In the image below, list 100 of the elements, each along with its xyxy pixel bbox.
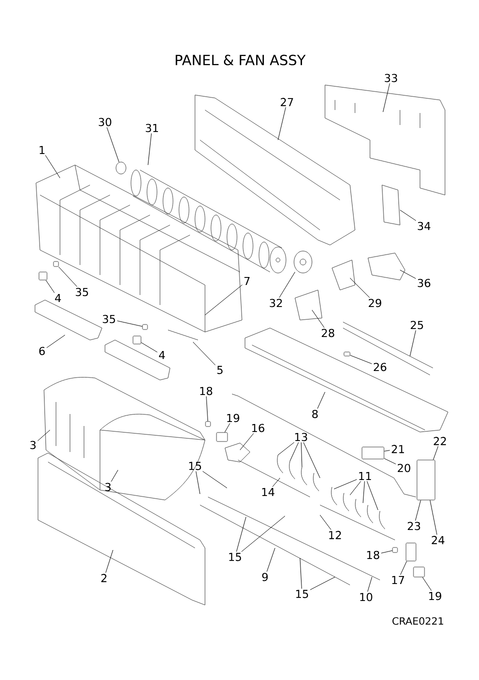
- callout-number: 2: [101, 574, 106, 582]
- leader-line: [366, 480, 378, 510]
- leader-line: [430, 500, 438, 535]
- leader-line: [278, 442, 294, 456]
- screw-drawing: [53, 261, 59, 267]
- callout-number: 36: [418, 278, 430, 288]
- callout-number: 4: [55, 294, 61, 302]
- callout-number: 21: [392, 444, 404, 454]
- callout-number: 18: [367, 550, 380, 560]
- callout-number: 15: [229, 552, 242, 562]
- callout-number: 19: [429, 592, 442, 600]
- callout-number: 18: [200, 386, 212, 396]
- callout-number: 22: [434, 436, 446, 446]
- callout-number: 10: [360, 592, 372, 602]
- callout-number: 7: [244, 277, 250, 286]
- callout-number: 3: [30, 440, 36, 450]
- leader-line: [410, 330, 416, 356]
- leader-line: [196, 471, 200, 494]
- callout-number: 19: [227, 414, 240, 422]
- leader-line: [382, 83, 390, 112]
- callout-number: 31: [146, 124, 158, 132]
- callout-number: 20: [398, 464, 410, 472]
- leader-line: [148, 133, 152, 166]
- callout-number: 16: [252, 424, 264, 432]
- leader-line: [367, 576, 372, 592]
- leader-line: [278, 107, 286, 140]
- leader-line: [422, 577, 432, 591]
- leader-line: [279, 272, 296, 298]
- callout-number: 6: [39, 346, 45, 356]
- callout-number: 27: [280, 98, 294, 106]
- callout-number: 1: [40, 146, 44, 154]
- leader-line: [46, 280, 55, 294]
- callout-number: 25: [410, 320, 424, 330]
- leader-line: [384, 458, 396, 464]
- leader-line: [105, 550, 114, 573]
- leader-line: [110, 470, 118, 482]
- callout-number: 34: [418, 222, 430, 230]
- leader-line: [350, 480, 362, 496]
- leader-line: [384, 450, 390, 452]
- cap-drawing: [413, 566, 425, 578]
- callout-number: 5: [217, 366, 223, 374]
- leader-line: [300, 558, 302, 589]
- callout-number: 29: [368, 298, 382, 308]
- leader-line: [290, 442, 299, 462]
- leader-line: [236, 516, 246, 552]
- callout-number: 15: [296, 590, 308, 598]
- leader-line: [116, 320, 142, 327]
- title: PANEL & FAN ASSY: [176, 54, 306, 66]
- leader-line: [415, 500, 421, 521]
- leader-line: [317, 392, 326, 409]
- drawing-number: CRAE0221: [392, 617, 444, 625]
- callout-number: 13: [295, 432, 308, 442]
- callout-number: 26: [374, 362, 386, 372]
- callout-number: 3: [105, 482, 111, 492]
- leader-line: [400, 210, 416, 221]
- cap-drawing: [216, 432, 228, 442]
- screw-drawing: [344, 352, 350, 356]
- leader-line: [202, 471, 228, 488]
- leader-line: [106, 127, 120, 162]
- screw-drawing: [142, 324, 148, 330]
- leader-line: [380, 550, 392, 554]
- leader-line: [37, 430, 50, 442]
- leader-line: [400, 270, 416, 279]
- callout-number: 12: [329, 530, 341, 540]
- callout-number: 32: [270, 298, 282, 308]
- callout-number: 28: [322, 328, 334, 338]
- screw-drawing: [392, 547, 398, 553]
- leader-line: [266, 548, 276, 572]
- leader-line: [206, 396, 208, 422]
- leader-line: [320, 514, 332, 530]
- callout-number: 14: [262, 488, 274, 496]
- leader-line: [45, 154, 60, 178]
- callout-number: 30: [98, 118, 112, 126]
- clip-drawing: [38, 272, 48, 280]
- screw-drawing: [205, 421, 211, 427]
- leader-line: [433, 446, 438, 460]
- callout-number: 4: [159, 351, 165, 360]
- leader-line: [241, 516, 286, 552]
- callout-number: 35: [76, 288, 88, 296]
- part-drawing: [416, 460, 436, 500]
- part-drawing: [362, 446, 384, 460]
- leader-line: [350, 278, 370, 298]
- callout-number: 9: [262, 572, 268, 582]
- part-drawing: [406, 542, 416, 562]
- callout-number: 33: [384, 74, 398, 82]
- leader-line: [240, 433, 254, 450]
- callout-number: 8: [312, 410, 318, 418]
- leader-line: [400, 561, 407, 576]
- leader-line: [303, 442, 320, 478]
- callout-number: 11: [359, 472, 371, 480]
- callout-number: 17: [392, 576, 404, 584]
- leader-line: [312, 310, 325, 328]
- leader-line: [272, 478, 280, 488]
- callout-number: 35: [102, 314, 116, 324]
- leader-line: [141, 342, 158, 352]
- leader-line: [362, 480, 365, 504]
- leader-line: [300, 442, 302, 468]
- leader-line: [192, 342, 216, 366]
- callout-number: 24: [432, 536, 444, 544]
- clip-drawing: [132, 336, 142, 344]
